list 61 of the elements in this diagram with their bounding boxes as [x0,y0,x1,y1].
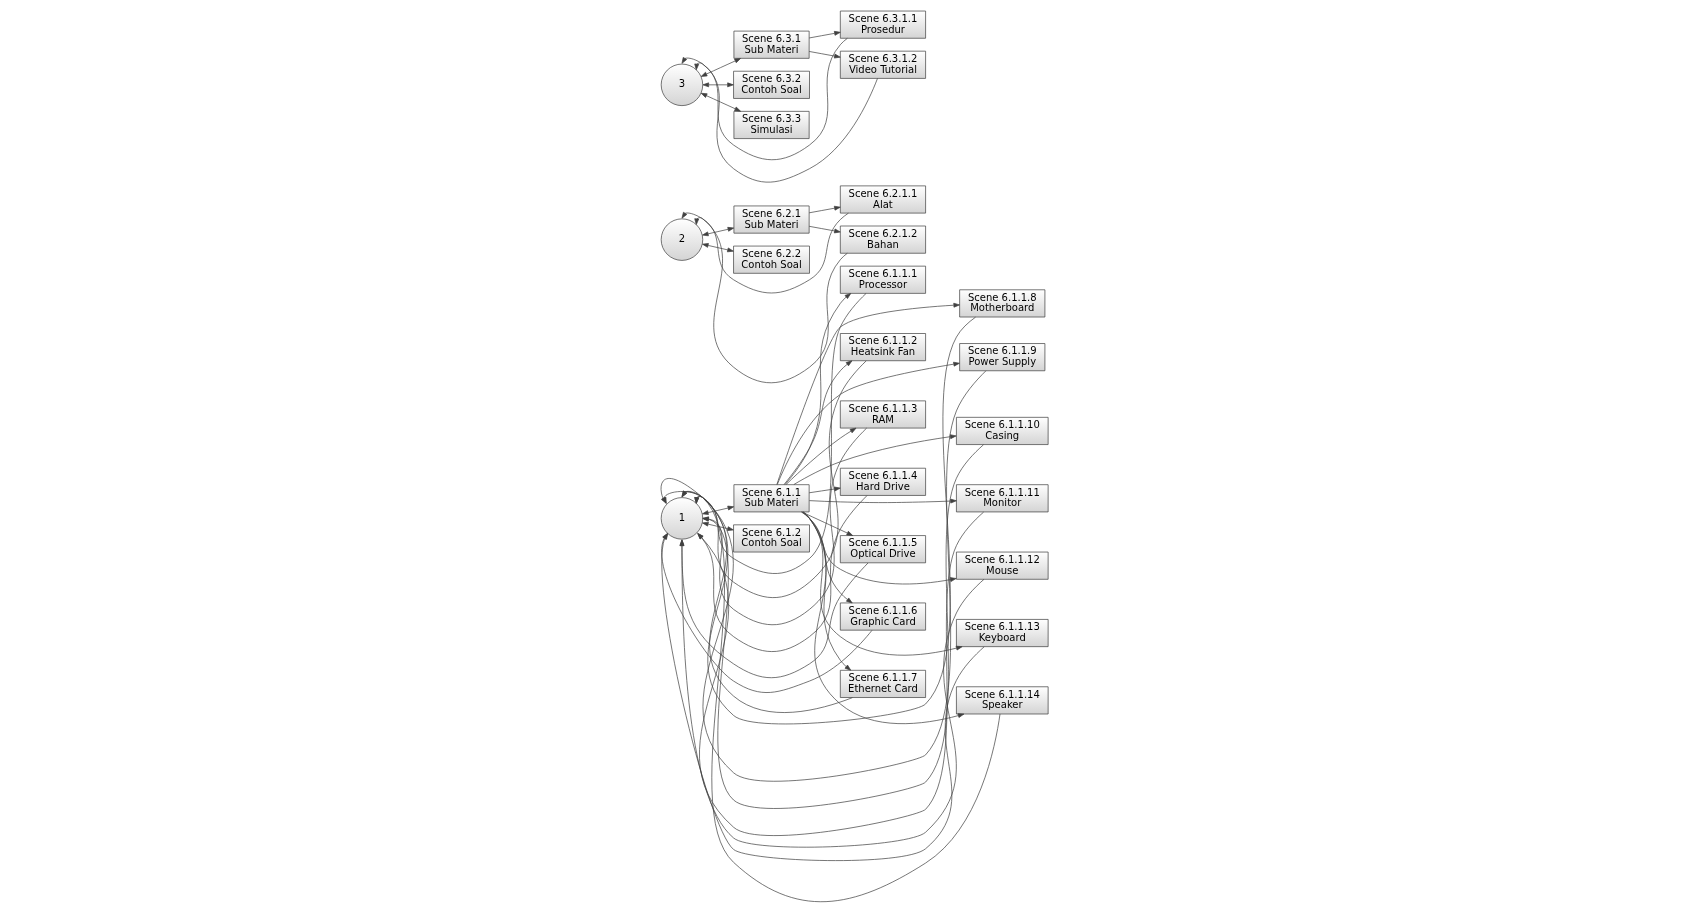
arrow [693,370,986,782]
arrow [693,62,878,183]
node-box: Scene 6.1.1 Sub Materi [733,484,809,513]
arrow [802,511,962,656]
arrow [681,37,848,161]
node-box: Scene 6.1.1.7 Ethernet Card [839,669,926,698]
node-box: Scene 6.2.2 Contoh Soal [732,245,810,274]
arrow [701,505,734,515]
node-box: Scene 6.3.1 Sub Materi [733,30,809,59]
arrow [696,495,867,652]
node-box: Scene 6.1.1.14 Speaker [955,686,1048,715]
arrow [808,498,957,504]
node-box: Scene 6.3.1.1 Prosedur [839,10,926,39]
node-box: Scene 6.2.1 Sub Materi [733,205,809,234]
arrow [701,427,867,626]
node-box: Scene 6.1.1.11 Monitor [955,484,1048,513]
node-box: Scene 6.1.1.5 Optical Drive [839,535,926,564]
node-box: Scene 6.3.1.2 Video Tutorial [839,50,926,79]
arrow [808,51,841,59]
arrow [681,316,976,725]
arrow [693,217,848,384]
node-box: Scene 6.3.2 Contoh Soal [732,70,810,99]
node-box: Scene 6.2.1.2 Bahan [839,225,926,254]
node-box: Scene 6.1.1.6 Graphic Card [839,602,926,631]
arrow [784,293,851,486]
node-box: Scene 6.1.1.4 Hard Drive [839,467,926,496]
arrow [785,427,856,485]
arrow [681,293,866,574]
node-box: Scene 6.2.1.1 Alat [839,185,926,214]
arrow [679,539,868,679]
arrow [808,225,841,234]
arrow [802,511,964,724]
arrow [700,92,741,112]
arrow [701,521,734,531]
node-box: Scene 6.1.1.2 Heatsink Fan [839,333,926,362]
arrow [701,243,734,253]
node-box: Scene 6.1.2 Contoh Soal [732,524,810,553]
node-box: Scene 6.1.1.10 Casing [955,416,1048,445]
arrow [660,533,872,693]
arrow [793,434,956,485]
arrow [681,211,849,294]
arrow [701,226,734,237]
node-box: Scene 6.1.1.8 Motherboard [958,289,1045,318]
node-box: Scene 6.1.1.1 Processor [839,265,926,294]
arrow [808,205,841,214]
arrow [701,444,984,809]
arrow [693,360,867,598]
arrow [800,511,956,585]
node-box: Scene 6.1.1.9 Power Supply [958,343,1045,372]
arrow [700,58,741,77]
arrow [776,361,960,485]
node-box: Scene 6.3.3 Simulasi [733,111,809,139]
arrow [783,360,852,485]
arrow [808,31,841,39]
node-box: Scene 6.1.1.3 RAM [839,400,926,429]
arrow [702,82,734,88]
node-box: Scene 6.1.1.13 Keyboard [955,619,1048,647]
arrow [776,302,960,485]
node-box: Scene 6.1.1.12 Mouse [955,551,1048,580]
arrow [808,486,841,494]
arrow [696,511,984,836]
